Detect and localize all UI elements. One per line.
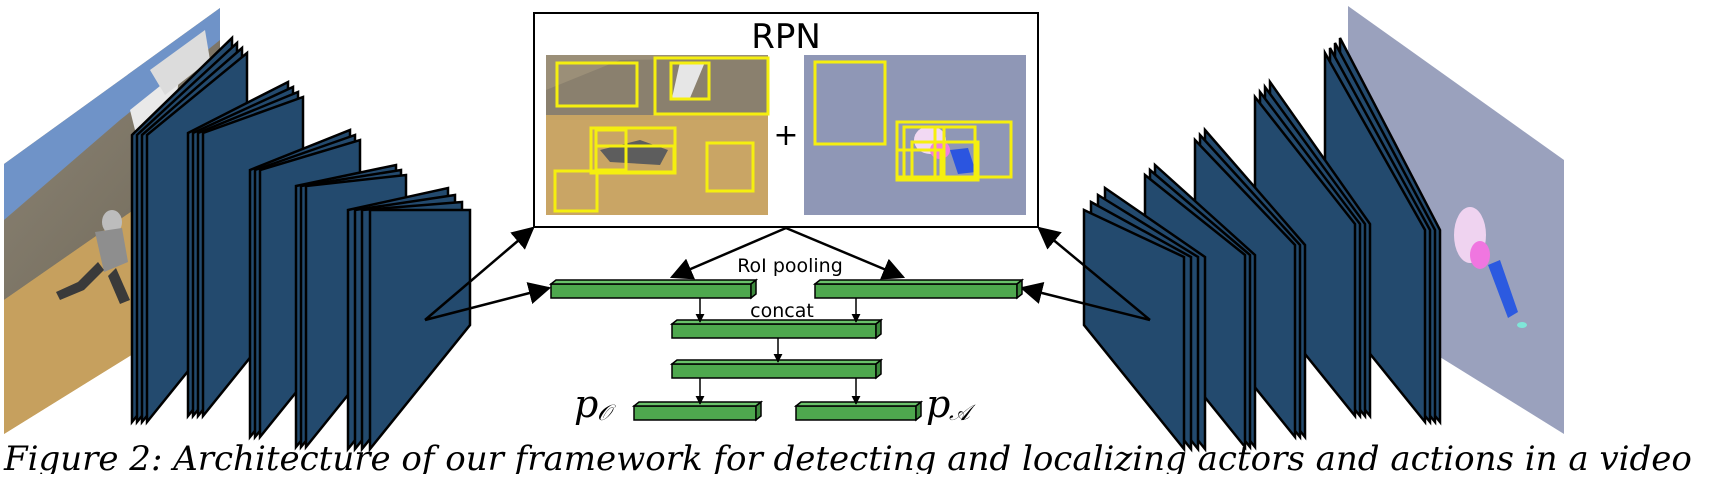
flow-proposal-boxes (813, 60, 1013, 182)
proposal-box (895, 148, 943, 182)
proposal-box (669, 61, 711, 101)
fully-connected-layers (548, 278, 1025, 422)
concat-features (669, 318, 884, 340)
proposal-box (553, 169, 599, 213)
proposal-box (813, 60, 887, 146)
rgb-conv-stack (130, 35, 472, 453)
concat-label: concat (750, 300, 814, 322)
action-classifier (793, 400, 924, 422)
rpn-panel: RPN + (533, 12, 1039, 228)
rgb-roi-features (548, 278, 759, 300)
proposal-box (933, 125, 977, 179)
svg-text:𝒜: 𝒜 (949, 401, 976, 426)
flow-to-roi-arrow (1019, 281, 1151, 322)
roi-pooling-label: RoI pooling (737, 255, 843, 277)
figure-caption: Figure 2: Architecture of our framework … (3, 439, 1692, 474)
svg-text:p: p (926, 382, 950, 426)
actor-silhouette-icon (56, 210, 130, 304)
rpn-rgb-thumbnail (546, 55, 768, 215)
proposal-box (705, 141, 755, 193)
actor-classifier (631, 400, 764, 422)
plus-sign: + (773, 118, 798, 153)
conv-feature-map (368, 208, 472, 453)
proposal-box (555, 61, 639, 108)
rpn-label: RPN (751, 17, 821, 57)
rpn-to-right-roi-arrow (785, 226, 906, 280)
flow-blob-icon (1454, 207, 1527, 328)
flow-to-rpn-arrow (1037, 226, 1151, 321)
shared-fc-layer (669, 358, 884, 380)
proposal-box (594, 128, 628, 172)
action-output-label: p 𝒜 (926, 382, 976, 426)
svg-text:𝒪: 𝒪 (597, 401, 616, 426)
flow-roi-features (812, 278, 1025, 300)
svg-text:p: p (574, 382, 598, 426)
actor-output-label: p 𝒪 (574, 382, 616, 426)
flow-conv-stack (1082, 37, 1442, 453)
rpn-flow-thumbnail (804, 55, 1026, 215)
rgb-to-roi-arrow (424, 282, 552, 322)
proposal-box (910, 140, 980, 182)
proposal-box (902, 125, 946, 179)
proposal-box (653, 56, 770, 116)
conv-feature-map (1082, 208, 1186, 453)
rgb-proposal-boxes (553, 56, 770, 213)
rgb-to-rpn-arrow (424, 226, 535, 321)
rpn-to-left-roi-arrow (669, 226, 787, 280)
